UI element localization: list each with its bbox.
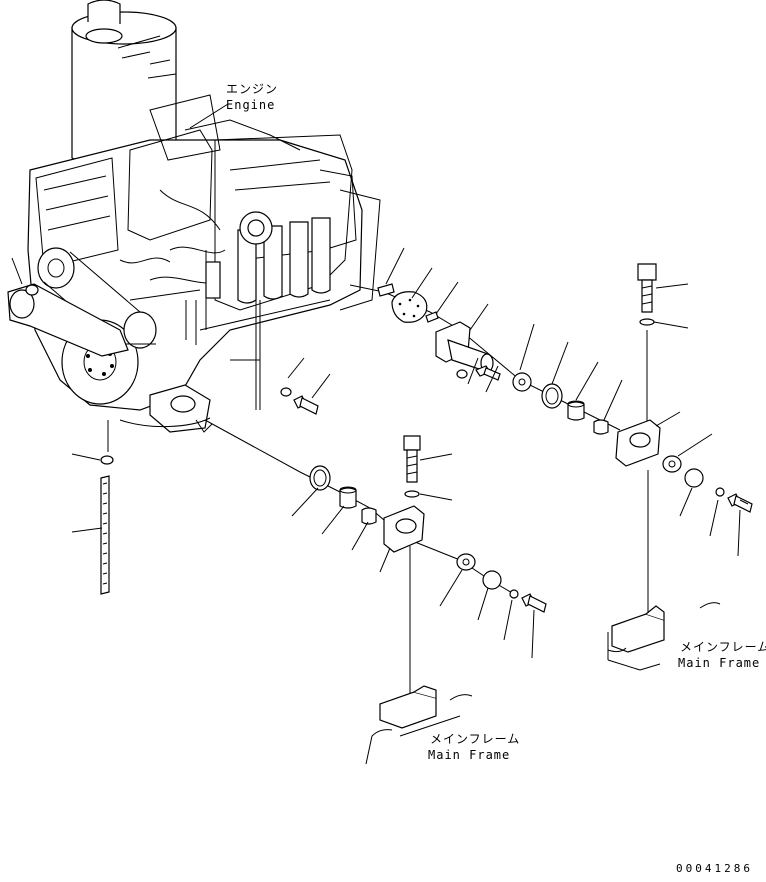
left-mount-part-chain	[204, 419, 547, 765]
engine-block	[7, 94, 381, 433]
main-frame-left-label-jp: メインフレーム	[430, 732, 521, 746]
engine-right-mount	[230, 300, 261, 410]
engine-label-jp: エンジン	[226, 82, 279, 96]
engine-assembly	[7, 0, 381, 433]
engine-side-bolt	[280, 387, 319, 415]
right-frame-assembly	[607, 263, 753, 671]
air-cleaner	[71, 0, 177, 171]
leader-lines	[11, 103, 741, 659]
drawing-number: 00041286	[676, 862, 753, 875]
main-frame-right-label-en: Main Frame	[678, 656, 761, 670]
right-mount-part-chain	[349, 283, 621, 435]
long-rod	[100, 420, 114, 595]
main-frame-left-label-en: Main Frame	[428, 748, 511, 762]
main-frame-right-label-jp: メインフレーム	[680, 640, 766, 654]
engine-label-en: Engine	[226, 98, 276, 112]
